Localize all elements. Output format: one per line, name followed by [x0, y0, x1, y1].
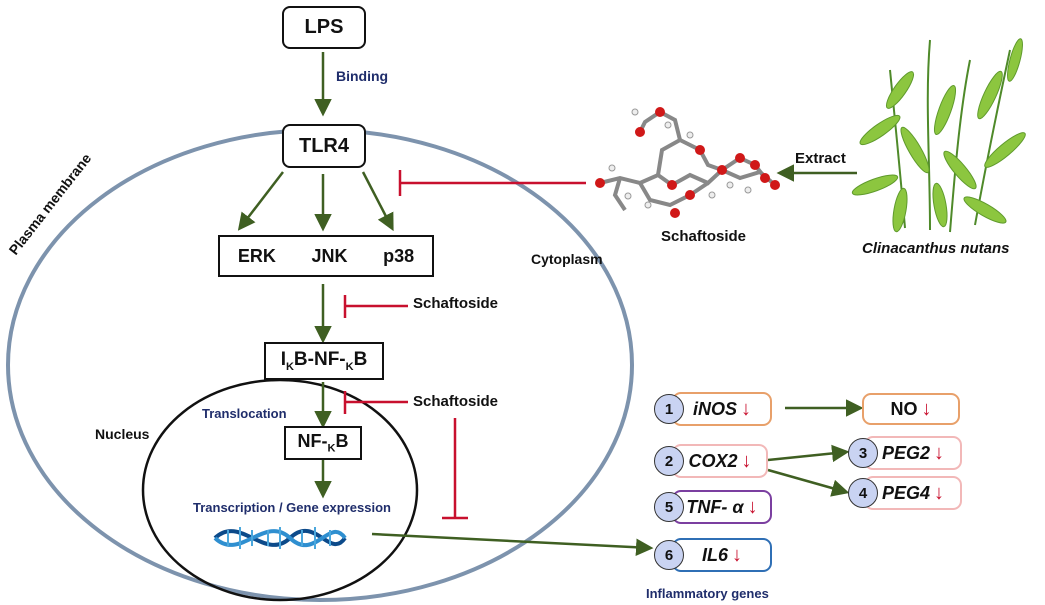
down-arrow-icon: ↓: [921, 397, 932, 420]
ikb-nfkb-box: IKB-NF-KB: [264, 342, 384, 380]
gene-number-badge: 6: [654, 540, 684, 570]
nucleus-label: Nucleus: [95, 426, 150, 442]
mapk-box: ERK JNK p38: [218, 235, 434, 277]
ikb-nfkb-label: IKB-NF-KB: [280, 349, 368, 373]
product-box-no: NO ↓: [862, 393, 960, 425]
down-arrow-icon: ↓: [934, 481, 945, 504]
gene-name: TNF- α: [686, 496, 744, 517]
arrow-tlr4-erk: [237, 171, 284, 231]
plant-name-label: Clinacanthus nutans: [862, 240, 1010, 257]
down-arrow-icon: ↓: [934, 441, 945, 464]
transcription-label: Transcription / Gene expression: [193, 500, 391, 515]
gene-name: iNOS: [692, 398, 737, 419]
erk-label: ERK: [237, 245, 276, 266]
gene-number-badge: 1: [654, 394, 684, 424]
gene-number-badge: 5: [654, 492, 684, 522]
schaftoside-molecule-label: Schaftoside: [661, 228, 747, 245]
clinacanthus-nutans-plant-icon: [851, 38, 1026, 233]
nfkb-box: NF-KB: [284, 426, 362, 460]
inhibition-lines: [343, 170, 586, 520]
down-arrow-icon: ↓: [741, 449, 752, 472]
nucleus-membrane: [141, 378, 419, 602]
gene-name: IL6: [701, 544, 728, 565]
tlr4-box: TLR4: [282, 124, 366, 168]
jnk-label: JNK: [311, 245, 348, 266]
gene-box-il6: IL6 ↓: [672, 538, 772, 572]
inflammatory-genes-label: Inflammatory genes: [646, 586, 769, 601]
arrow-cox2-peg2: [767, 444, 850, 463]
product-box-peg4: PEG4 ↓: [864, 476, 962, 510]
binding-label: Binding: [336, 68, 389, 84]
gene-box-tnf: TNF- α ↓: [672, 490, 772, 524]
gene-box-inos: iNOS ↓: [672, 392, 772, 426]
gene-number-badge: 2: [654, 446, 684, 476]
product-name: NO: [890, 398, 918, 419]
gene-name: COX2: [688, 450, 738, 471]
arrow-dna-genes: [371, 532, 654, 557]
p38-label: p38: [383, 245, 415, 266]
product-name: PEG2: [881, 442, 931, 463]
nfkb-label: NF-KB: [297, 431, 349, 455]
extract-label: Extract: [795, 150, 846, 167]
product-number-badge: 4: [848, 478, 878, 508]
cytoplasm-label: Cytoplasm: [531, 251, 603, 267]
translocation-label: Translocation: [202, 406, 287, 421]
schaftoside-inhibitor-label-2: Schaftoside: [413, 393, 499, 410]
product-number-badge: 3: [848, 438, 878, 468]
lps-label: LPS: [304, 16, 344, 38]
tlr4-label: TLR4: [299, 134, 349, 157]
arrow-tlr4-p38: [361, 171, 394, 232]
down-arrow-icon: ↓: [732, 543, 742, 566]
arrow-cox2-peg4: [767, 468, 850, 497]
down-arrow-icon: ↓: [747, 495, 758, 518]
product-box-peg2: PEG2 ↓: [864, 436, 962, 470]
down-arrow-icon: ↓: [741, 397, 751, 420]
activation-arrows: [237, 52, 864, 557]
gene-box-cox2: COX2 ↓: [672, 444, 768, 478]
schaftoside-molecule-icon: [595, 107, 780, 218]
lps-box: LPS: [282, 6, 366, 49]
dna-helix-icon: [213, 527, 347, 549]
product-name: PEG4: [881, 482, 931, 503]
schaftoside-inhibitor-label-1: Schaftoside: [413, 295, 499, 312]
